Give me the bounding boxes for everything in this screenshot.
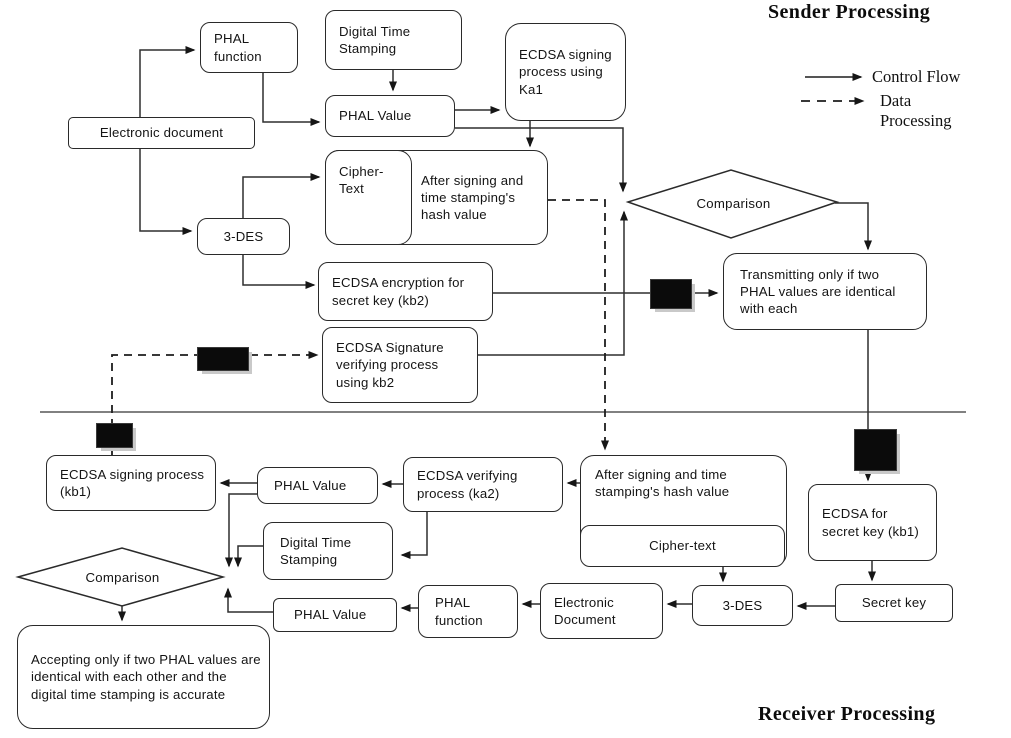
transmission-block-icon [854, 429, 897, 471]
legend-data-processing-label: Data Processing [880, 91, 952, 130]
sender-processing-title: Sender Processing [768, 1, 931, 23]
node-ecdsa-signature-verifying-kb2: ECDSA Signature verifying process using … [322, 327, 478, 403]
node-ecdsa-encryption-kb2: ECDSA encryption for secret key (kb2) [318, 262, 493, 321]
node-accepting: Accepting only if two PHAL values are id… [17, 625, 270, 729]
wire-3des-to-ciphertext [242, 173, 321, 218]
wire-verify-to-dts-r [400, 512, 428, 559]
comparison-label-sender: Comparison [696, 195, 771, 211]
node-phal-value-sender: PHAL Value [325, 95, 455, 137]
node-cipher-text-sender: Cipher- Text [325, 150, 412, 245]
receiver-processing-title: Receiver Processing [758, 703, 936, 725]
node-digital-time-stamping-receiver: Digital Time Stamping [263, 522, 393, 580]
wire-phalvalue-r2-to-comparison [224, 587, 273, 613]
node-ecdsa-verifying-ka2: ECDSA verifying process (ka2) [403, 457, 563, 512]
wire-hash-to-receiver-dashed [548, 199, 609, 451]
transmission-block-icon [650, 279, 692, 309]
wire-dts-r-to-comparison [234, 545, 263, 568]
comparison-diamond-sender [625, 169, 840, 239]
node-electronic-document-receiver: Electronic Document [540, 583, 663, 639]
node-secret-key: Secret key [835, 584, 953, 622]
wire-3des-to-ecdsa-enc [242, 255, 316, 289]
node-phal-function-receiver: PHAL function [418, 585, 518, 638]
node-ecdsa-for-secret-key-kb1: ECDSA for secret key (kb1) [808, 484, 937, 561]
node-cipher-text-receiver: Cipher-text [580, 525, 785, 567]
data-flow-wires [111, 199, 609, 455]
node-phal-value-receiver-2: PHAL Value [273, 598, 397, 632]
node-ecdsa-signing-ka1: ECDSA signing process using Ka1 [505, 23, 626, 121]
node-3des-receiver: 3-DES [692, 585, 793, 626]
control-flow-wires [118, 46, 876, 622]
comparison-diamond-receiver [15, 547, 226, 607]
node-transmitting: Transmitting only if two PHAL values are… [723, 253, 927, 330]
wire-phalvalue-to-comparison [455, 127, 627, 193]
comparison-label-receiver: Comparison [85, 569, 160, 585]
node-phal-function-sender: PHAL function [200, 22, 298, 73]
wire-doc-to-phal-function [139, 46, 196, 117]
node-phal-value-receiver-1: PHAL Value [257, 467, 378, 504]
wire-kb1-to-sigverify-dashed [111, 351, 319, 455]
transmission-block-icon [96, 423, 133, 448]
legend-control-flow-label: Control Flow [872, 67, 961, 86]
node-3des-sender: 3-DES [197, 218, 290, 255]
wire-phalvalue-r1-to-comparison [225, 493, 257, 568]
node-ecdsa-signing-kb1: ECDSA signing process (kb1) [46, 455, 216, 511]
wire-phalfn-to-phalvalue [262, 73, 321, 126]
node-electronic-document-sender: Electronic document [68, 117, 255, 149]
transmission-block-icon [197, 347, 249, 371]
node-digital-time-stamping-sender: Digital Time Stamping [325, 10, 462, 70]
wire-sigverify-to-comparison [478, 210, 628, 356]
wire-doc-to-3des [139, 149, 193, 235]
wire-comparison-to-transmitting [835, 202, 872, 251]
